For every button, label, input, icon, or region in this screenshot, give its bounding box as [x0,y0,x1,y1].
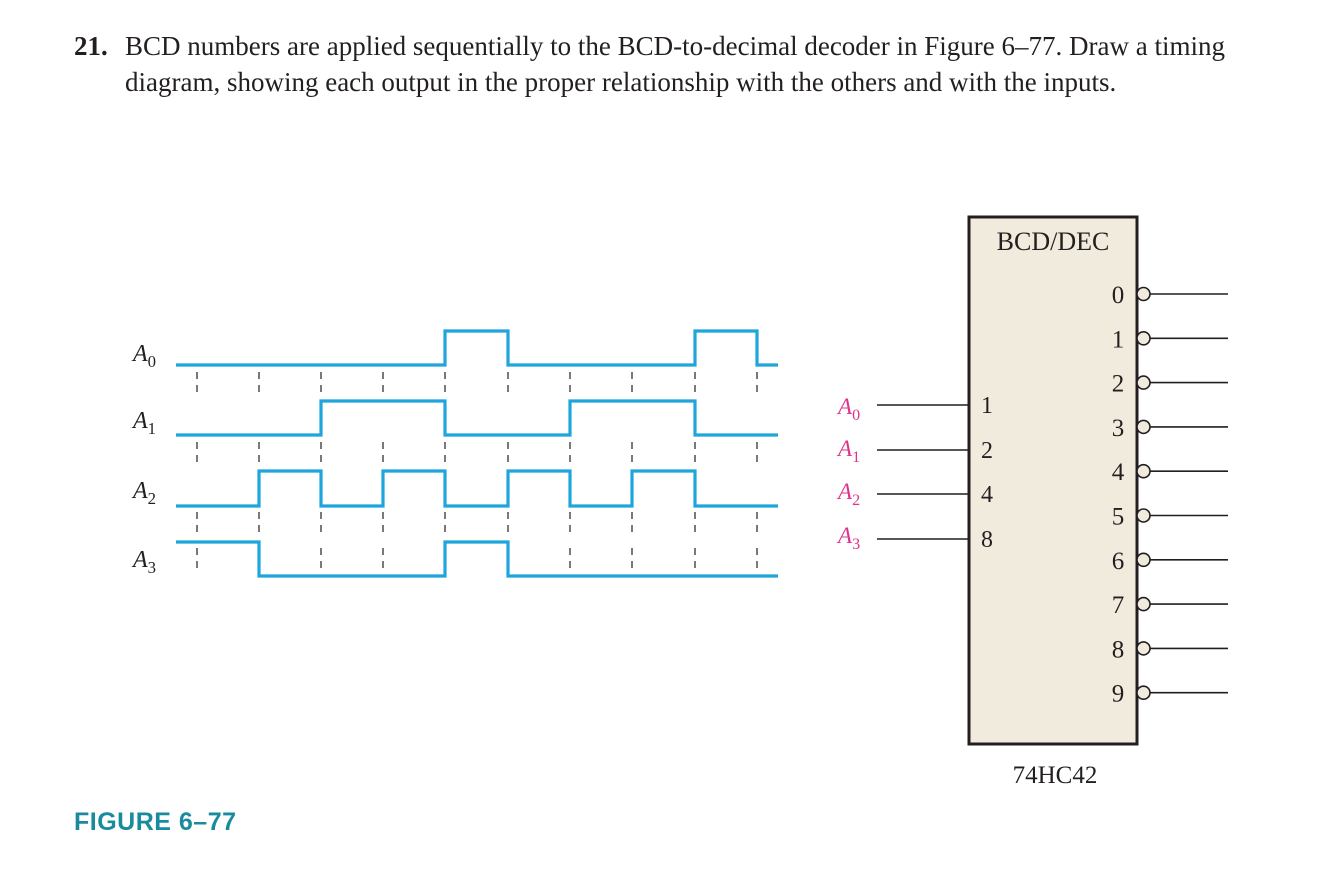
output-label-8: 8 [1112,636,1125,663]
input-pin-weight: 4 [981,482,993,508]
decoder-part-number: 74HC42 [1013,762,1098,789]
problem-statement: 21. BCD numbers are applied sequentially… [74,28,1284,100]
decoder-input-label-a1: A1 [836,436,860,466]
inversion-bubble-5 [1136,508,1151,523]
inversion-bubble-3 [1136,419,1151,435]
inversion-bubble-0 [1136,286,1151,302]
output-label-0: 0 [1112,282,1125,309]
decoder-circuit: BCD/DEC 74HC42 A0 1A1 2A2 4A3 8 0 1 2 3 4 5 6 7 8 9 [836,215,1228,789]
output-label-5: 5 [1112,504,1125,531]
decoder-title: BCD/DEC [997,227,1110,256]
output-label-3: 3 [1112,415,1125,442]
output-label-6: 6 [1112,548,1125,575]
input-pin-weight: 8 [981,527,993,553]
inversion-bubble-2 [1136,375,1151,390]
inversion-bubble-8 [1136,641,1151,656]
decoder-body [967,215,1139,746]
problem-text: BCD numbers are applied sequentially to … [125,31,1225,97]
waveform-a3 [176,540,778,578]
timing-label-a1: A1 [131,408,156,438]
output-label-9: 9 [1112,681,1125,708]
waveform-a1 [176,399,778,437]
waveform-a2 [176,469,778,508]
inversion-bubble-1 [1136,330,1151,346]
output-label-1: 1 [1112,326,1125,353]
output-label-7: 7 [1112,592,1125,619]
timing-label-a3: A3 [131,547,156,577]
decoder-input-label-a2: A2 [836,479,860,509]
figure-label: FIGURE 6–77 [74,808,237,836]
inversion-bubble-9 [1136,685,1151,701]
output-label-2: 2 [1112,371,1125,398]
inversion-bubble-7 [1136,596,1151,612]
output-label-4: 4 [1112,459,1125,486]
input-pin-weight: 1 [981,393,993,419]
input-pin-weight: 2 [981,438,993,464]
inversion-bubble-6 [1136,552,1151,568]
timing-label-a2: A2 [131,478,156,508]
problem-number: 21. [74,31,108,61]
timing-label-a0: A0 [131,341,156,371]
inversion-bubble-4 [1136,463,1151,479]
decoder-input-label-a0: A0 [836,394,860,424]
waveform-a0 [176,329,778,367]
decoder-input-label-a3: A3 [836,523,860,553]
